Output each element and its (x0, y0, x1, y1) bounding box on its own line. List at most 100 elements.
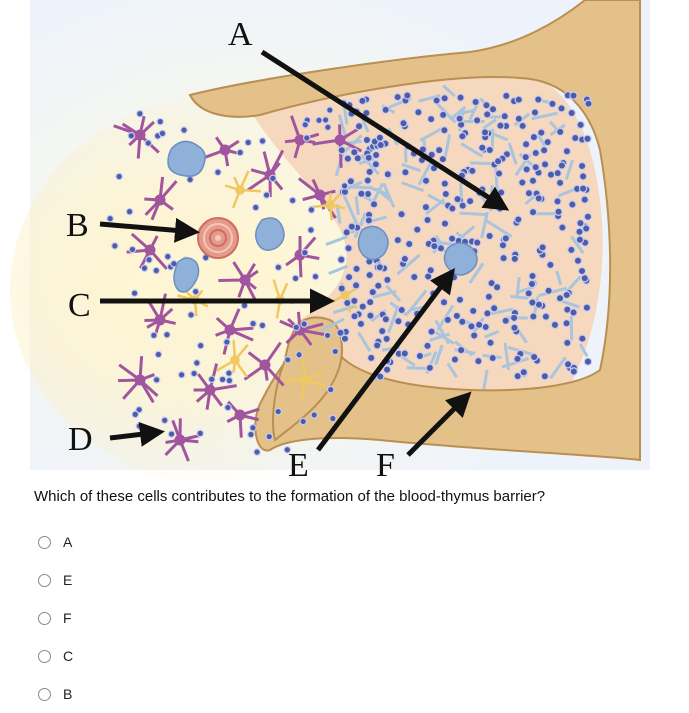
option-label: C (63, 648, 73, 664)
lymphocyte (248, 431, 254, 437)
lymphocyte (377, 141, 384, 148)
lymphocyte (426, 364, 433, 371)
lymphocyte (197, 342, 203, 348)
lymphocyte (263, 192, 269, 198)
lymphocyte (535, 195, 542, 202)
lymphocyte (308, 207, 314, 213)
lymphocyte (364, 177, 371, 184)
lymphocyte (107, 215, 113, 221)
lymphocyte (292, 275, 298, 281)
lymphocyte (394, 93, 401, 100)
lymphocyte (137, 111, 143, 117)
lymphocyte (583, 225, 590, 232)
lymphocyte (471, 332, 478, 339)
radio-button[interactable] (38, 574, 51, 587)
option-f[interactable]: F (38, 599, 73, 637)
lymphocyte (585, 100, 592, 107)
lymphocyte (146, 257, 152, 263)
thymus-illustration: A B C D E F (0, 0, 689, 480)
lymphocyte (129, 246, 135, 252)
lymphocyte (401, 350, 408, 357)
lymphocyte (351, 297, 358, 304)
lymphocyte (541, 161, 548, 168)
lymphocyte (519, 122, 526, 129)
lymphocyte (522, 154, 529, 161)
lymphocyte (181, 127, 187, 133)
label-f: F (376, 447, 395, 480)
radio-button[interactable] (38, 688, 51, 701)
option-c[interactable]: C (38, 637, 73, 675)
lymphocyte (402, 169, 409, 176)
lymphocyte (555, 208, 562, 215)
lymphocyte (467, 197, 474, 204)
lymphocyte (302, 121, 308, 127)
lymphocyte (345, 245, 352, 252)
lymphocyte (531, 353, 538, 360)
option-e[interactable]: E (38, 561, 73, 599)
macrophage (168, 141, 205, 176)
lymphocyte (579, 185, 586, 192)
lymphocyte (574, 257, 581, 264)
lymphocyte (366, 168, 373, 175)
lymphocyte (191, 370, 197, 376)
lymphocyte (569, 201, 576, 208)
lymphocyte (568, 109, 575, 116)
lymphocyte (300, 418, 306, 424)
lymphocyte (253, 204, 259, 210)
lymphocyte (559, 224, 566, 231)
lymphocyte (515, 115, 522, 122)
lymphocyte (424, 342, 431, 349)
lymphocyte (491, 305, 498, 312)
label-a: A (228, 16, 253, 53)
lymphocyte (511, 255, 518, 262)
radio-button[interactable] (38, 612, 51, 625)
lymphocyte (525, 290, 532, 297)
lymphocyte (547, 261, 554, 268)
lymphocyte (178, 372, 184, 378)
radio-button[interactable] (38, 650, 51, 663)
lymphocyte (327, 386, 333, 392)
lymphocyte (159, 130, 165, 136)
lymphocyte (367, 312, 374, 319)
lymphocyte (308, 227, 314, 233)
lymphocyte (486, 232, 493, 239)
lymphocyte (424, 216, 431, 223)
macrophage (444, 243, 477, 275)
lymphocyte (583, 304, 590, 311)
lymphocyte (376, 264, 383, 271)
lymphocyte (579, 173, 586, 180)
lymphocyte (332, 348, 338, 354)
lymphocyte (529, 209, 536, 216)
lymphocyte (469, 167, 476, 174)
lymphocyte (344, 299, 351, 306)
lymphocyte (341, 183, 347, 189)
lymphocyte (428, 115, 435, 122)
lymphocyte (577, 121, 584, 128)
lymphocyte (209, 376, 215, 382)
lymphocyte (515, 216, 522, 223)
lymphocyte (576, 228, 583, 235)
lymphocyte (456, 296, 463, 303)
lymphocyte (312, 273, 318, 279)
lymphocyte (337, 329, 344, 336)
lymphocyte (572, 134, 579, 141)
lymphocyte (515, 96, 522, 103)
lymphocyte (270, 175, 276, 181)
lymphocyte (401, 255, 408, 262)
radio-button[interactable] (38, 536, 51, 549)
lymphocyte (188, 312, 194, 318)
lymphocyte (486, 146, 493, 153)
option-b[interactable]: B (38, 675, 73, 713)
lymphocyte (563, 148, 570, 155)
lymphocyte (363, 136, 370, 143)
lymphocyte (370, 201, 377, 208)
lymphocyte (436, 147, 443, 154)
lymphocyte (459, 202, 466, 209)
lymphocyte (474, 239, 481, 246)
lymphocyte (383, 335, 390, 342)
lymphocyte (311, 412, 317, 418)
lymphocyte (414, 226, 421, 233)
option-a[interactable]: A (38, 523, 73, 561)
lymphocyte (564, 361, 571, 368)
lymphocyte (355, 123, 362, 130)
